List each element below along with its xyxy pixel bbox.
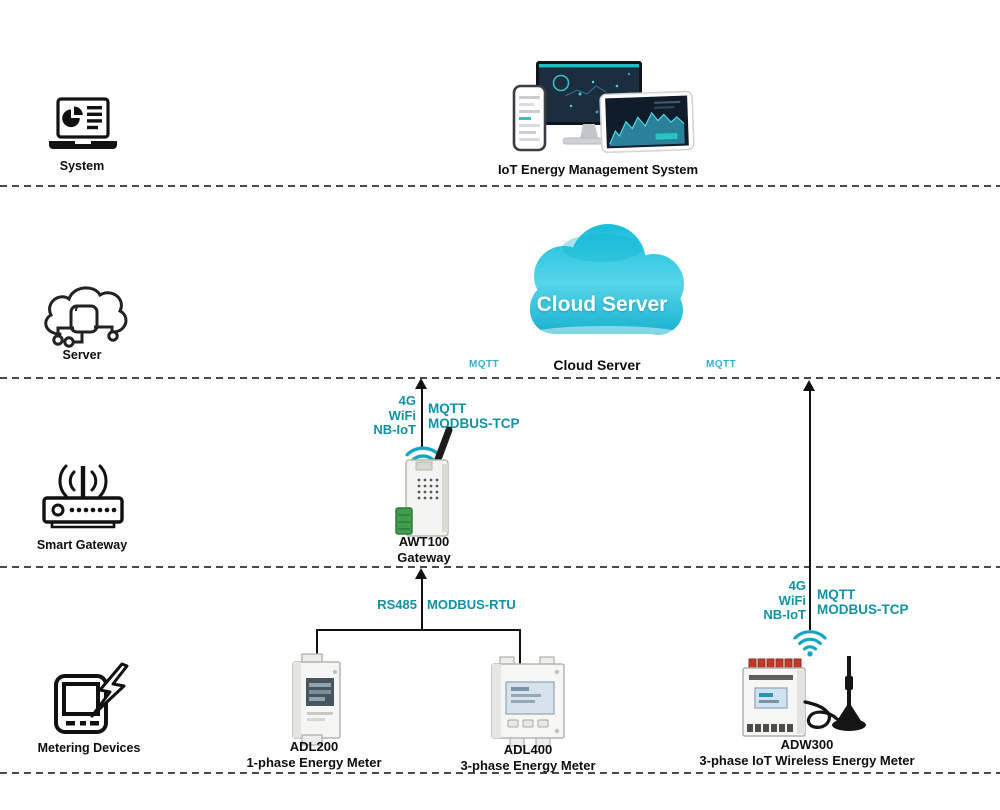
adw300-name: ADW300 <box>780 737 834 752</box>
adl400-label: ADL400 3-phase Energy Meter <box>447 742 609 774</box>
mqtt-label-right: MQTT <box>706 359 736 370</box>
adl400-name: ADL400 <box>503 742 553 757</box>
adw300-networks-label: 4G WiFi NB-IoT <box>763 578 806 622</box>
smart-gateway-label: Smart Gateway <box>36 538 128 552</box>
adw300-device-image <box>733 648 883 748</box>
bus-uplink-line <box>421 578 423 631</box>
awt100-device-image <box>392 424 467 542</box>
awt100-role: Gateway <box>397 550 451 565</box>
awt100-label: AWT100 Gateway <box>364 534 484 566</box>
bus-drop-adl200 <box>316 629 318 660</box>
bus-drop-adl400 <box>519 629 521 666</box>
layer-divider-2 <box>0 377 1000 379</box>
adl200-label: ADL200 1-phase Energy Meter <box>234 739 394 771</box>
system-label: System <box>59 159 105 173</box>
gateway-uplink-line <box>421 388 423 448</box>
adl400-device-image <box>486 656 570 748</box>
adw300-wifi-icon <box>791 628 829 659</box>
adw300-uplink-line <box>809 390 811 630</box>
layer-divider-4 <box>0 772 1000 774</box>
server-cloud-icon <box>32 280 132 354</box>
adw300-desc: 3-phase IoT Wireless Energy Meter <box>699 753 915 768</box>
iot-system-image <box>505 56 700 176</box>
bus-horizontal-line <box>316 629 521 631</box>
adw300-uplink-arrowhead <box>803 380 815 391</box>
awt100-name: AWT100 <box>398 534 450 549</box>
iot-system-caption: IoT Energy Management System <box>497 162 699 177</box>
cloud-title: Cloud Server <box>536 293 668 316</box>
adw300-protocols-label: MQTT MODBUS-TCP <box>817 587 909 617</box>
server-label: Server <box>62 348 102 362</box>
layer-divider-1 <box>0 185 1000 187</box>
smart-gateway-icon <box>28 456 138 536</box>
adl200-device-image <box>278 652 348 747</box>
adl400-desc: 3-phase Energy Meter <box>460 758 596 773</box>
bus-uplink-arrowhead <box>415 568 427 579</box>
layer-divider-3 <box>0 566 1000 568</box>
cloud-server-image <box>502 218 702 358</box>
adl200-name: ADL200 <box>289 739 339 754</box>
metering-devices-icon <box>30 660 140 738</box>
mqtt-label-left: MQTT <box>469 359 499 370</box>
gateway-uplink-arrowhead <box>415 378 427 389</box>
adl200-desc: 1-phase Energy Meter <box>246 755 382 770</box>
cloud-caption: Cloud Server <box>553 357 641 373</box>
gateway-networks-label: 4G WiFi NB-IoT <box>373 393 416 437</box>
system-laptop-icon <box>38 96 128 158</box>
adw300-label: ADW300 3-phase IoT Wireless Energy Meter <box>688 737 926 769</box>
metering-devices-label: Metering Devices <box>37 741 141 755</box>
bus-label-right: MODBUS-RTU <box>427 597 516 612</box>
bus-label-left: RS485 <box>377 597 417 612</box>
